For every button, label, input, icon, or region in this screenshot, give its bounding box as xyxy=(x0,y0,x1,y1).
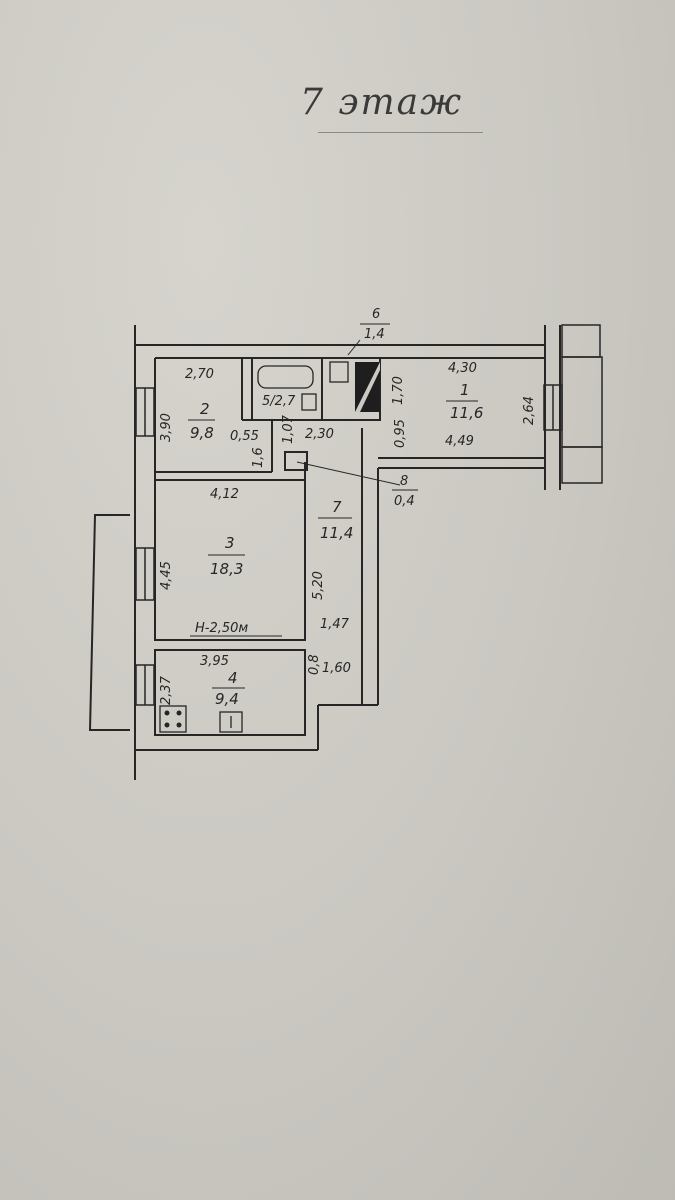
dim-room4-side: 2,37 xyxy=(159,675,174,705)
room3-area: 18,3 xyxy=(210,560,243,578)
ventilation-shaft-diagonal xyxy=(355,362,380,412)
balcony-outline xyxy=(88,514,130,731)
dim-147: 1,47 xyxy=(320,617,350,632)
room6-number: 6 xyxy=(372,307,380,322)
room4-area: 9,4 xyxy=(215,690,239,708)
room7-area: 11,4 xyxy=(320,524,353,542)
toilet-icon xyxy=(329,361,349,383)
room5-label: 5/2,7 xyxy=(262,394,296,409)
dim-230: 2,30 xyxy=(305,427,334,442)
room4-number: 4 xyxy=(228,669,238,687)
dim-room1-side: 2,64 xyxy=(522,396,537,425)
dim-055: 0,55 xyxy=(230,429,259,444)
room1-number: 1 xyxy=(460,381,470,399)
sink-icon xyxy=(301,393,317,411)
floor-title: 7 этаж xyxy=(300,82,464,123)
burner-icon xyxy=(164,722,170,728)
title-underline xyxy=(318,132,483,133)
room3-number: 3 xyxy=(225,534,235,552)
room7-number: 7 xyxy=(332,498,342,516)
room8-area: 0,4 xyxy=(394,494,415,509)
dim-room4-width: 3,95 xyxy=(200,654,229,669)
dim-room1-bottom: 4,49 xyxy=(445,434,474,449)
room8-number: 8 xyxy=(400,474,408,489)
room6-leader-line xyxy=(347,339,361,356)
dim-160: 1,60 xyxy=(322,661,351,676)
room1-area: 11,6 xyxy=(450,404,483,422)
dim-room3-side: 4,45 xyxy=(159,561,174,590)
stove-icon xyxy=(159,705,187,733)
burner-icon xyxy=(176,710,182,716)
neighbor-block-mid xyxy=(561,356,603,448)
room8-leader-line xyxy=(296,461,401,486)
dim-corridor-length: 5,20 xyxy=(311,571,326,600)
bathtub-icon xyxy=(257,365,314,389)
dim-room2-length: 3,90 xyxy=(159,413,174,442)
dim-08: 0,8 xyxy=(307,654,322,675)
dim-095: 0,95 xyxy=(393,419,408,448)
room8-walls xyxy=(284,451,308,471)
burner-icon xyxy=(164,710,170,716)
dim-107: 1,07 xyxy=(281,414,296,444)
dim-16: 1,6 xyxy=(251,447,266,468)
room4-walls xyxy=(154,649,306,736)
dim-room1-top: 4,30 xyxy=(448,361,477,376)
room2-number: 2 xyxy=(200,400,210,418)
room6-area: 1,4 xyxy=(364,327,385,342)
dim-room3-width: 4,12 xyxy=(210,487,239,502)
dim-170: 1,70 xyxy=(391,376,406,405)
neighbor-block-top xyxy=(561,324,601,358)
ceiling-height: Н-2,50м xyxy=(195,621,248,636)
kitchen-sink-icon xyxy=(219,711,243,733)
room2-area: 9,8 xyxy=(190,424,214,442)
neighbor-block-bottom xyxy=(561,446,603,484)
burner-icon xyxy=(176,722,182,728)
dim-room2-width: 2,70 xyxy=(185,367,214,382)
